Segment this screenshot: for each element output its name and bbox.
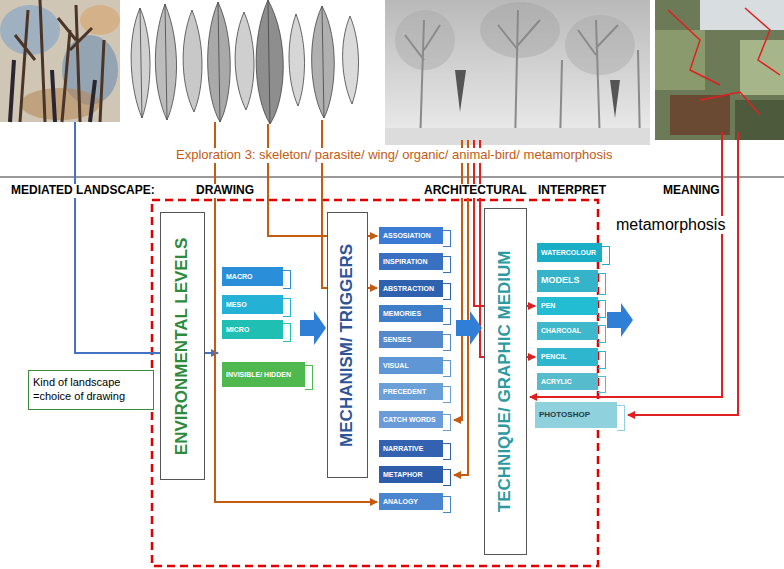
node-text: PRECEDENT bbox=[383, 388, 426, 396]
trigger-box: VISUAL bbox=[379, 357, 443, 374]
trigger-box: ANALOGY bbox=[379, 493, 443, 510]
node-text: MACRO bbox=[226, 273, 252, 281]
node-text: MODELS bbox=[541, 276, 580, 286]
trigger-box: ASSOSIATION bbox=[379, 227, 443, 244]
node-text: INSPIRATION bbox=[383, 258, 428, 266]
trigger-box: INSPIRATION bbox=[379, 253, 443, 270]
level-box: MACRO bbox=[222, 267, 283, 286]
node-text: PEN bbox=[541, 302, 555, 310]
node-text: ACRYLIC bbox=[541, 378, 572, 386]
leader-line bbox=[530, 132, 722, 397]
block-arrow bbox=[607, 303, 633, 337]
mechanism-column: MECHANISM/ TRIGGERS bbox=[327, 212, 368, 478]
block-arrow bbox=[456, 311, 482, 345]
column-header: DRAWING bbox=[195, 184, 255, 198]
node-text: MESO bbox=[226, 301, 247, 309]
medium-box: PENCIL bbox=[537, 348, 598, 366]
node-text: ANALOGY bbox=[383, 498, 418, 506]
medium-box: WATERCOLOUR bbox=[537, 243, 602, 262]
site-photo bbox=[655, 0, 784, 140]
node-text: PHOTOSHOP bbox=[539, 411, 590, 420]
medium-column: TECHNIQUE/ GRAPHIC MEDIUM bbox=[484, 208, 527, 555]
node-text: ENVIRONMENTAL LEVELS bbox=[173, 235, 192, 457]
block-arrow bbox=[300, 311, 326, 345]
column-header: MEANING bbox=[662, 184, 721, 198]
leaf-sketches bbox=[131, 0, 358, 124]
node-text: MEMORIES bbox=[383, 310, 421, 318]
medium-box: MODELS bbox=[537, 270, 598, 292]
node-text: MICRO bbox=[226, 326, 249, 334]
node-text: MECHANISM/ TRIGGERS bbox=[338, 241, 357, 448]
node-text: METAPHOR bbox=[383, 471, 423, 479]
node-text: TECHNIQUE/ GRAPHIC MEDIUM bbox=[496, 249, 515, 515]
column-header: ARCHITECTURAL bbox=[423, 184, 528, 198]
node-text: SENSES bbox=[383, 336, 411, 344]
level-box: MICRO bbox=[222, 320, 283, 339]
node-text: ASSOSIATION bbox=[383, 232, 431, 240]
trigger-box: METAPHOR bbox=[379, 466, 443, 483]
leader-line bbox=[215, 122, 377, 502]
column-header: INTERPRET bbox=[537, 184, 607, 198]
leader-line bbox=[454, 140, 462, 420]
trigger-box: ABSTRACTION bbox=[379, 280, 443, 297]
medium-box: CHARCOAL bbox=[537, 322, 598, 340]
node-text: VISUAL bbox=[383, 362, 409, 370]
grey-landscape bbox=[385, 0, 650, 145]
level-column: ENVIRONMENTAL LEVELS bbox=[160, 212, 205, 480]
node-text: CHARCOAL bbox=[541, 327, 581, 335]
level-box: INVISIBLE/ HIDDEN bbox=[222, 362, 305, 387]
node-text: Kind of landscape =choice of drawing bbox=[33, 376, 149, 404]
node-text: WATERCOLOUR bbox=[541, 249, 596, 257]
node-text: CATCH WORDS bbox=[383, 416, 436, 424]
divider-line bbox=[0, 176, 784, 178]
level-box: MESO bbox=[222, 295, 283, 314]
trigger-box: CATCH WORDS bbox=[379, 411, 443, 428]
node-text: PENCIL bbox=[541, 353, 567, 361]
column-header: MEDIATED LANDSCAPE: bbox=[10, 184, 156, 198]
dashed-frame bbox=[152, 200, 598, 566]
trigger-box: MEMORIES bbox=[379, 305, 443, 322]
trigger-box: SENSES bbox=[379, 331, 443, 348]
watercolour-painting bbox=[0, 0, 120, 122]
node-text: INVISIBLE/ HIDDEN bbox=[226, 371, 291, 379]
trigger-box: NARRATIVE bbox=[379, 440, 443, 457]
trigger-box: PRECEDENT bbox=[379, 383, 443, 400]
leader-line bbox=[628, 132, 738, 415]
medium-box: PHOTOSHOP bbox=[535, 402, 617, 428]
medium-box: PEN bbox=[537, 297, 598, 315]
medium-box: ACRYLIC bbox=[537, 373, 598, 390]
section-heading: Exploration 3: skeleton/ parasite/ wing/… bbox=[175, 148, 613, 163]
note-box: Kind of landscape =choice of drawing bbox=[28, 370, 154, 410]
annotation: metamorphosis bbox=[615, 216, 726, 234]
node-text: ABSTRACTION bbox=[383, 285, 434, 293]
node-text: NARRATIVE bbox=[383, 445, 423, 453]
